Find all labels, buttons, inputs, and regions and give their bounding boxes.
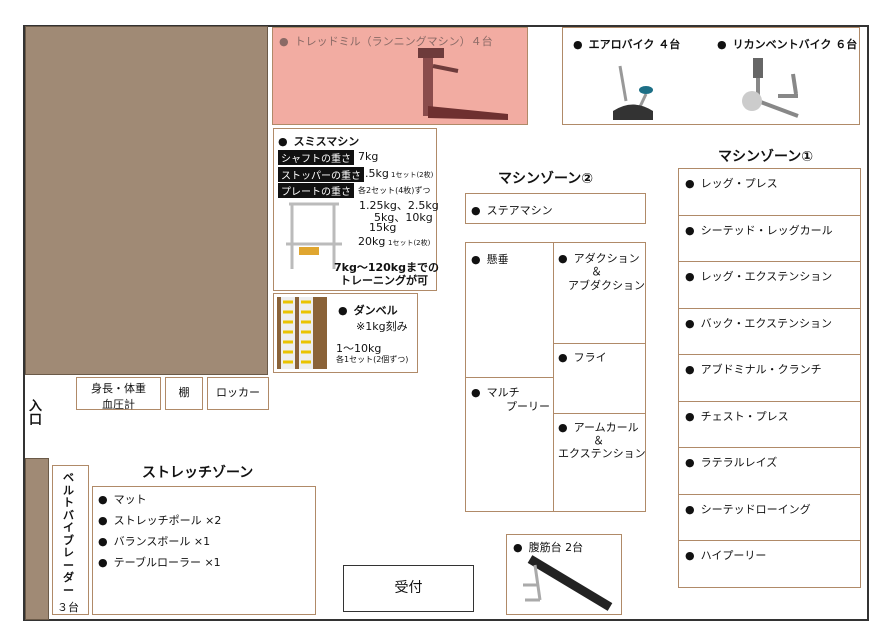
multi-pulley-label: マルチ <box>471 384 520 400</box>
machine-label: レッグ・エクステンション <box>685 268 833 284</box>
machine-label: バック・エクステンション <box>685 315 832 331</box>
stair-machine-label: ステアマシン <box>471 202 553 218</box>
arm-curl-label: アームカール <box>558 419 639 435</box>
machine-label: レッグ・プレス <box>685 175 778 191</box>
blood-pressure-label: 血圧計 <box>102 398 135 411</box>
locker-label: ロッカー <box>216 386 260 399</box>
stopper-note: 1セット(2枚) <box>391 171 434 179</box>
plate-4-note: 1セット(2枚) <box>388 239 431 247</box>
aero-bike-icon <box>613 65 653 120</box>
shelf-label: 棚 <box>178 386 190 399</box>
dumbbell-title: ダンベル <box>338 302 398 318</box>
machine-zone-2-block: 懸垂 マルチ プーリー アダクション ＆ アブダクション フライ アームカール … <box>465 242 646 512</box>
recumbent-bike-icon <box>742 58 799 118</box>
stretch-zone-title: ストレッチゾーン <box>142 465 254 481</box>
plate-3: 15kg <box>369 221 397 234</box>
machine-zone-2-title: マシンゾーン② <box>498 171 594 187</box>
wall-block <box>25 26 268 375</box>
divider <box>554 343 645 344</box>
ab-bench-label: 腹筋台 2台 <box>513 539 584 555</box>
abduction-label: アブダクション <box>568 279 645 292</box>
machine-label: シーテッドローイング <box>685 501 811 517</box>
entrance-label: 入口 <box>29 399 43 428</box>
machine-row: シーテッドローイング <box>679 495 860 541</box>
treadmill-icon <box>418 48 508 120</box>
machine-row: バック・エクステンション <box>679 309 860 355</box>
machine-label: ラテラルレイズ <box>685 454 778 470</box>
scale-label: 身長・体重 <box>91 382 146 395</box>
plate-4: 20kg <box>358 235 386 248</box>
shelf: 棚 <box>165 377 203 410</box>
machine-zone-1-title: マシンゾーン① <box>718 149 814 165</box>
bike-area: エアロバイク ４台 リカンベントバイク ６台 <box>562 27 860 125</box>
machine-row: ハイプーリー <box>679 541 860 587</box>
ab-bench-area: 腹筋台 2台 <box>506 534 622 615</box>
smith-range: 7kg～120kgまでの <box>334 261 439 274</box>
stopper-weight-label: ストッパーの重さ <box>278 167 364 182</box>
belt-vibrator-count: ３台 <box>57 601 79 614</box>
machine-row: レッグ・プレス <box>679 169 860 216</box>
belt-vibrator-area: ベルトバイブレーダー ３台 <box>52 465 89 615</box>
stretch-item: ストレッチポール ×2 <box>98 512 222 528</box>
machine-row: ラテラルレイズ <box>679 448 860 495</box>
plate-weight-label: プレートの重さ <box>278 183 354 198</box>
machine-label: ハイプーリー <box>685 547 767 563</box>
stair-machine: ステアマシン <box>465 193 646 224</box>
pull-up-label: 懸垂 <box>471 251 509 267</box>
plate-note: 各2セット(4枚)ずつ <box>358 186 431 195</box>
multi-pulley-label-2: プーリー <box>506 400 550 413</box>
machine-label: シーテッド・レッグカール <box>685 222 833 238</box>
machine-row: チェスト・プレス <box>679 402 860 448</box>
stopper-weight-value: 2.5kg <box>358 167 389 180</box>
machine-label: チェスト・プレス <box>685 408 789 424</box>
ab-bench-icon <box>523 555 613 611</box>
stretch-zone: マット ストレッチポール ×2 バランスボール ×1 テーブルローラー ×1 <box>92 486 316 615</box>
shaft-weight-value: 7kg <box>358 150 379 163</box>
floor-outline <box>23 25 869 621</box>
dumbbell-range: 1～10kg <box>336 342 382 355</box>
dumbbell-step: ※1kg刻み <box>356 320 408 333</box>
adduction-amp: ＆ <box>591 265 602 278</box>
machine-row: レッグ・エクステンション <box>679 262 860 309</box>
divider <box>466 377 554 378</box>
extension-label: エクステンション <box>558 447 646 460</box>
reception-label: 受付 <box>394 580 423 596</box>
dumbbell-note: 各1セット(2個ずつ) <box>336 355 409 364</box>
smith-machine-icon <box>286 202 342 269</box>
treadmill-label: トレッドミル（ランニングマシン）４台 <box>279 33 493 49</box>
machine-label: アブドミナル・クランチ <box>685 361 822 377</box>
plate-2: 5kg、10kg <box>374 211 433 224</box>
stretch-item: バランスボール ×1 <box>98 533 211 549</box>
arm-curl-amp: ＆ <box>593 434 604 447</box>
recumbent-bike-label: リカンベントバイク ６台 <box>717 36 858 52</box>
dumbbell-rack-icon <box>277 297 327 369</box>
dumbbell-area: ダンベル ※1kg刻み 1～10kg 各1セット(2個ずつ) <box>273 293 418 373</box>
belt-vibrator-label: ベルトバイブレーダー <box>63 471 74 597</box>
locker: ロッカー <box>207 377 269 410</box>
treadmill-area: トレッドミル（ランニングマシン）４台 <box>272 27 528 125</box>
wall-strip <box>25 458 49 620</box>
plate-1: 1.25kg、2.5kg <box>359 199 439 212</box>
machine-row: アブドミナル・クランチ <box>679 355 860 402</box>
adduction-label: アダクション <box>558 250 640 266</box>
machine-zone-1-list: レッグ・プレス シーテッド・レッグカール レッグ・エクステンション バック・エク… <box>678 168 861 588</box>
scale-station: 身長・体重血圧計 <box>76 377 161 411</box>
smith-range-2: トレーニングが可 <box>340 274 428 287</box>
divider <box>554 413 645 414</box>
aero-bike-label: エアロバイク ４台 <box>573 36 681 52</box>
stretch-item: マット <box>98 491 147 507</box>
shaft-weight-label: シャフトの重さ <box>278 150 354 165</box>
fly-label: フライ <box>558 349 607 365</box>
machine-row: シーテッド・レッグカール <box>679 216 860 262</box>
smith-machine-area: スミスマシン シャフトの重さ 7kg ストッパーの重さ 2.5kg 1セット(2… <box>273 128 439 291</box>
smith-title: スミスマシン <box>278 133 360 149</box>
stretch-item: テーブルローラー ×1 <box>98 554 221 570</box>
reception-desk: 受付 <box>343 565 474 612</box>
